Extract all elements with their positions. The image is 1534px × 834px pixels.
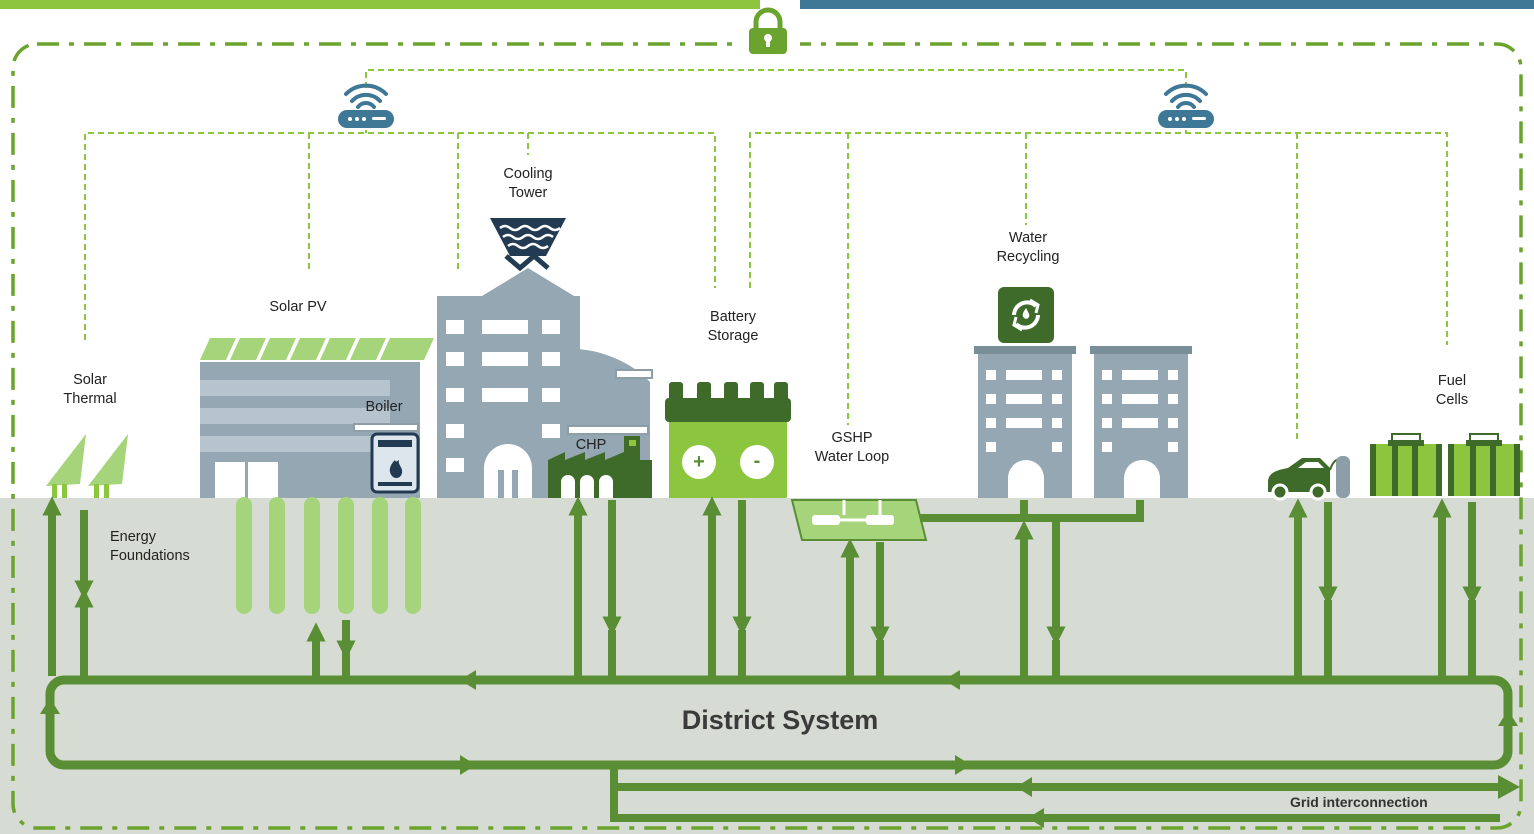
label-line: Water [1008,230,1048,246]
flow-pipes [80,500,1476,676]
label-line: Storage [707,328,759,344]
wifi-router-icon [344,83,388,109]
wifi-router-icon [1164,83,1208,109]
label-line: Battery [710,309,756,325]
label-line: Energy [110,529,156,545]
flow-arrows [42,496,1482,676]
flame-icon [389,460,403,479]
label-line: Recycling [996,249,1060,265]
cooling-tower [490,218,566,272]
label-boiler: Boiler [344,398,424,417]
electric-car-icon [1268,456,1350,501]
label-energy-foundations: Energy Foundations [110,528,230,566]
lock-icon [749,7,787,54]
label-line: Solar [73,372,107,388]
energy-foundation-piles [236,497,421,614]
label-line: Foundations [110,548,190,564]
top-bar-blue [800,0,1534,9]
label-water-recycling: Water Recycling [978,229,1078,267]
battery-minus: - [753,450,761,472]
label-solar-pv: Solar PV [248,298,348,317]
label-line: Solar PV [269,299,327,315]
district-system-title: District System [681,705,879,735]
label-chp: CHP [566,436,616,455]
label-line: Water Loop [814,449,890,465]
label-line: Thermal [63,391,117,407]
label-line: Fuel [1437,373,1467,389]
gshp-water-loop [790,499,928,541]
chp-plant [548,425,652,498]
top-bar-green [0,0,760,9]
ground-area [0,498,1534,834]
fuel-cells [1370,433,1520,496]
label-fuel-cells: Fuel Cells [1412,372,1492,410]
label-line: CHP [575,437,607,453]
label-cooling-tower: Cooling Tower [478,165,578,203]
label-line: Cells [1435,392,1469,408]
label-line: Boiler [365,399,403,415]
label-line: Tower [508,185,548,201]
label-line: GSHP [831,430,873,446]
battery [665,382,791,498]
battery-plus: + [693,451,705,473]
grid-interconnection-label: Grid interconnection [1290,794,1428,810]
label-gshp: GSHP Water Loop [792,429,912,467]
water-recycling-buildings [974,287,1192,498]
label-battery-storage: Battery Storage [683,308,783,346]
network-lines [84,69,1448,440]
solar-thermal-collectors [46,434,128,498]
recycle-icon [1012,298,1040,332]
label-line: Cooling [503,166,553,182]
grid-interconnection-lines [610,765,1500,822]
loop-direction-arrows [40,670,1518,775]
solar-panels [200,338,434,360]
security-boundary [11,42,1523,830]
label-solar-thermal: Solar Thermal [40,371,140,409]
